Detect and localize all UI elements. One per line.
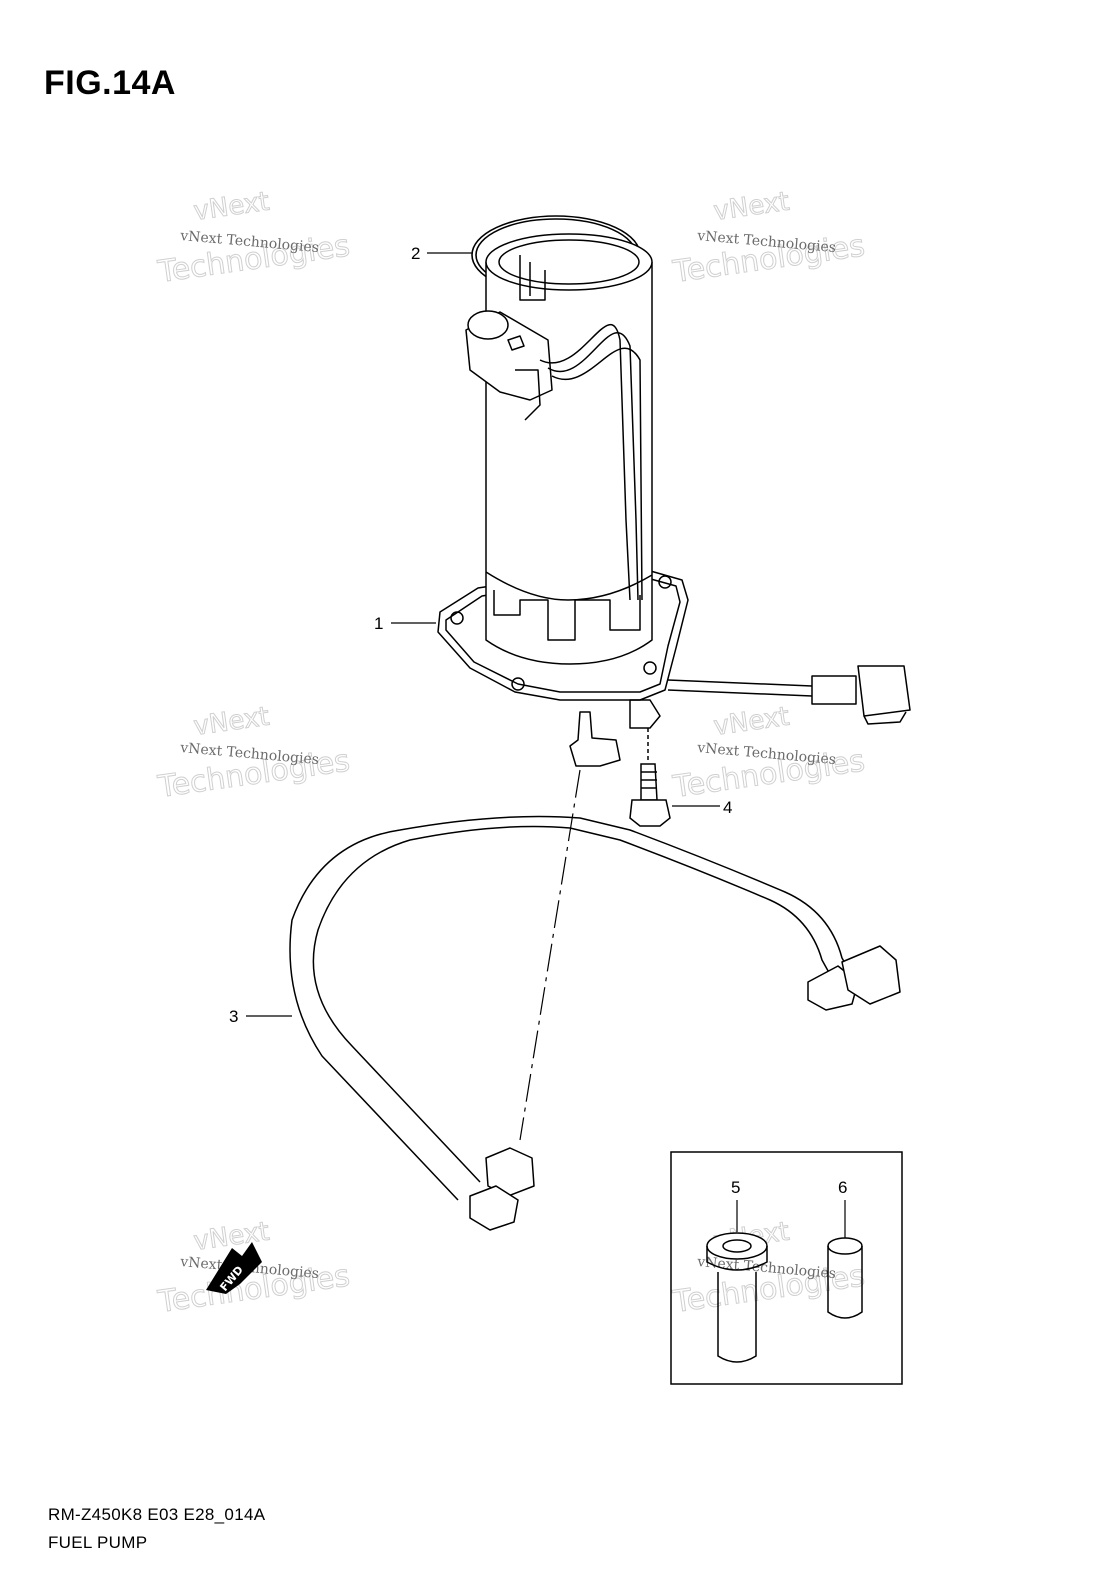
callout-3: 3 — [229, 1007, 238, 1026]
svg-text:vNext: vNext — [712, 187, 791, 227]
watermark-3: vNext Technologies vNext Technologies — [155, 701, 353, 805]
fwd-arrow: FWD — [206, 1242, 262, 1294]
collar-part-5 — [706, 1232, 768, 1363]
figure-name: FUEL PUMP — [48, 1533, 148, 1552]
callout-1: 1 — [374, 614, 383, 633]
svg-text:vNext: vNext — [192, 702, 271, 742]
callout-6: 6 — [838, 1178, 847, 1197]
filter-part-6 — [827, 1237, 863, 1319]
callout-4: 4 — [723, 798, 732, 817]
svg-text:vNext: vNext — [712, 702, 791, 742]
fuel-hose — [289, 815, 901, 1231]
watermark-6: vNext Technologies vNext Technologies — [670, 1216, 868, 1320]
watermark-1: vNext Technologies vNext Technologies — [155, 186, 353, 290]
callout-5: 5 — [731, 1178, 740, 1197]
inset-box — [670, 1151, 903, 1385]
model-code: RM-Z450K8 E03 E28_014A — [48, 1505, 266, 1524]
fuel-pump-assembly — [437, 233, 911, 767]
svg-text:vNext: vNext — [192, 187, 271, 227]
bolt — [629, 728, 671, 827]
figure-title: FIG.14A — [44, 64, 176, 102]
assembly-guide-line — [519, 769, 581, 1141]
watermark-4: vNext Technologies vNext Technologies — [670, 701, 868, 805]
callout-2: 2 — [411, 244, 420, 263]
watermark-2: vNext Technologies vNext Technologies — [670, 186, 868, 290]
